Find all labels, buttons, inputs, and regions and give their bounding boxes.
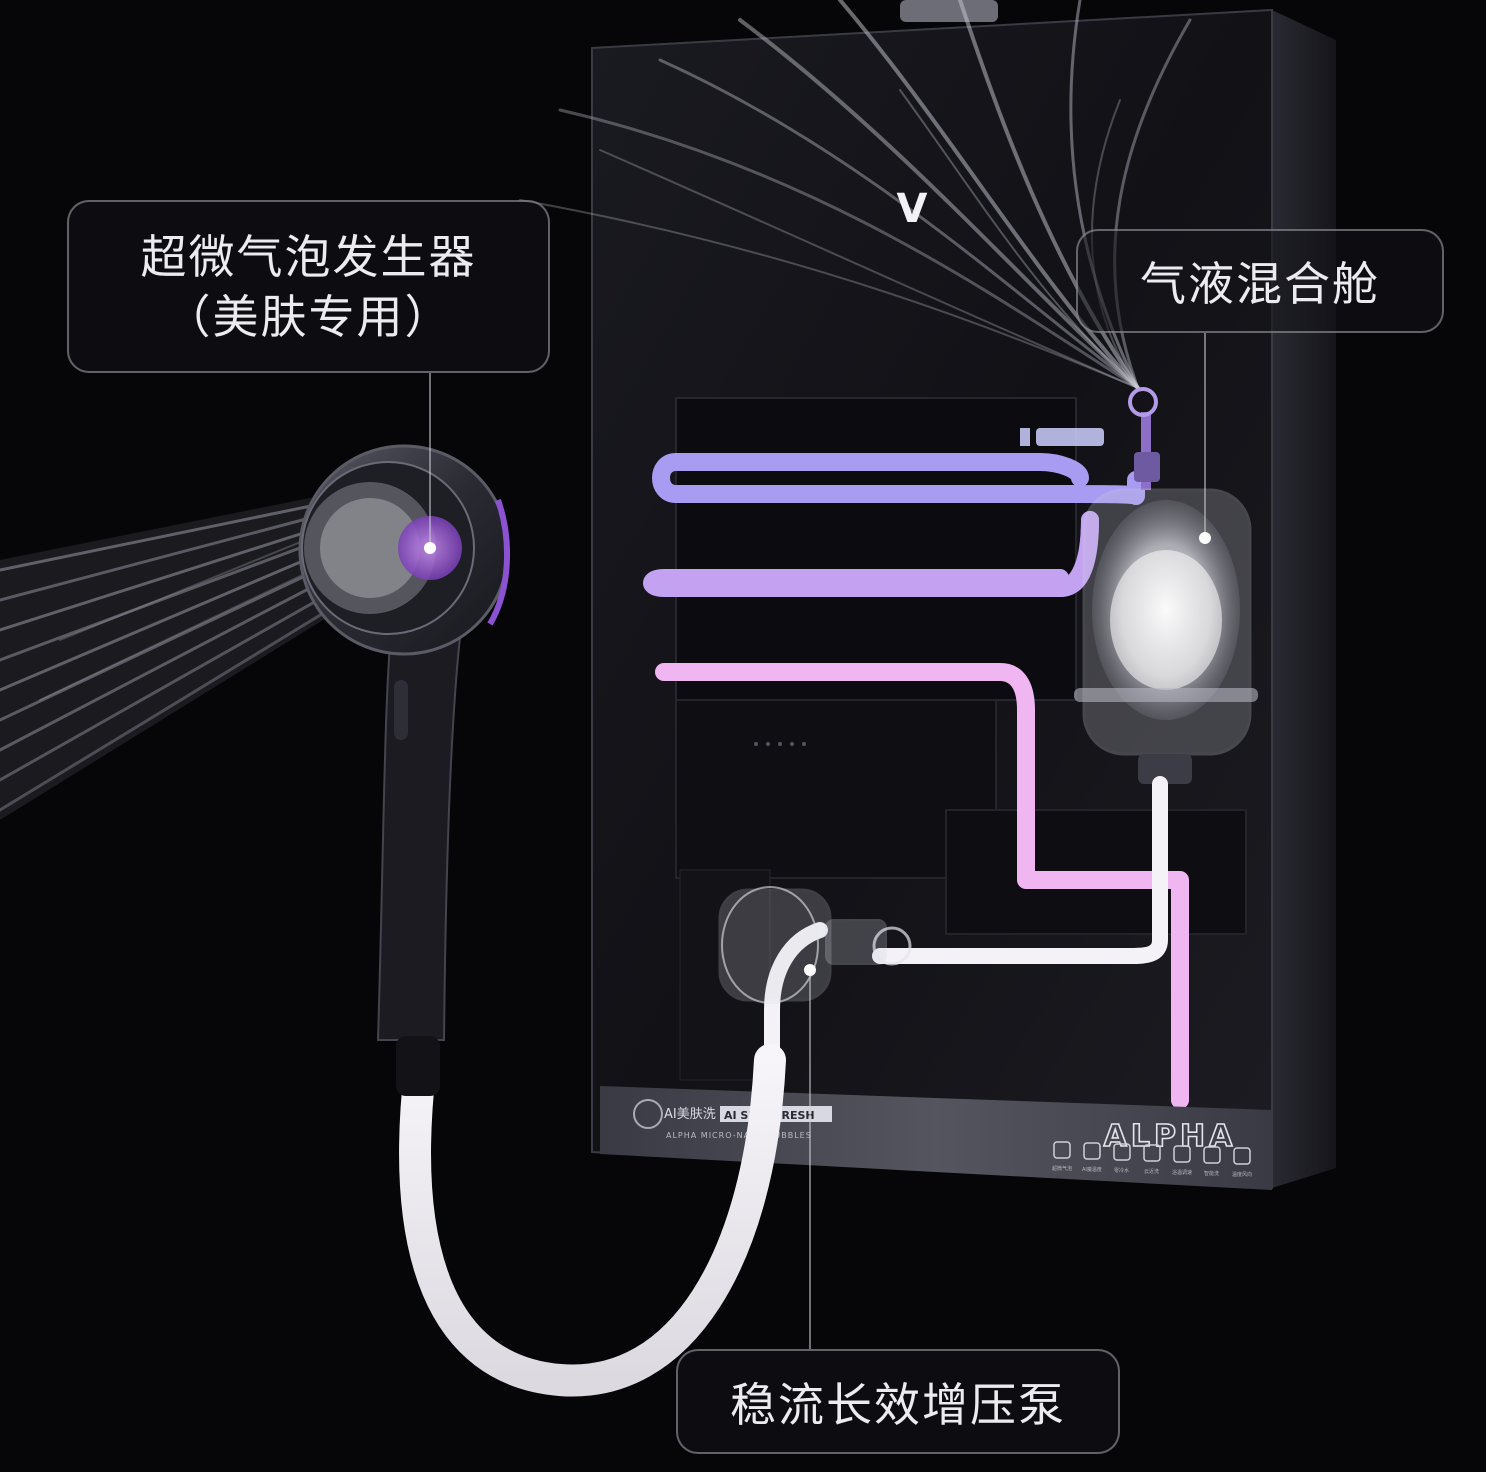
generator-pointer-dot [424,542,436,554]
top-connector-pipe [900,0,998,22]
callout-title: 稳流长效增压泵 [730,1377,1066,1432]
gas-liquid-mixing-chamber [1074,387,1258,784]
control-icons [1053,1141,1251,1165]
callout-title: 气液混合舱 [1140,257,1380,311]
callout-booster-pump: 稳流长效增压泵 [676,1349,1120,1454]
control-label: 零冷水 [1114,1167,1129,1174]
control-label: 云近洗 [1144,1168,1159,1175]
shower-handle [376,619,464,1096]
badge-cn: AI美肤洗 [664,1107,716,1122]
callout-subtitle: （美肤专用） [164,289,453,344]
control-label: 温度风向 [1232,1171,1252,1178]
booster-pump [718,886,912,1004]
control-label: 超微气泡 [1052,1165,1072,1172]
internal-components [675,397,1247,1081]
badge-subtitle: ALPHA MICRO-NANO BUBBLES [666,1131,812,1140]
model-logo: ALPHA [1104,1119,1237,1154]
callout-title: 超微气泡发生器 [140,229,477,284]
control-label: AI魔温度 [1082,1166,1102,1173]
brand-mark: V [897,186,928,232]
heated-water-pipes [643,453,1189,1369]
control-label: 浴温调速 [1172,1169,1192,1176]
pump-pointer-dot [804,964,816,976]
callout-mixing-chamber: 气液混合舱 [1076,229,1444,333]
callout-leader-lines [429,333,1206,1349]
chamber-pointer-dot [1199,532,1211,544]
control-labels: 超微气泡 AI魔温度 零冷水 云近洗 浴温调速 智能洗 温度风向 [1052,1165,1252,1178]
heater-side-face [1272,10,1336,1188]
shower-hose [399,1044,786,1397]
cold-water-pipes [764,776,1168,1068]
control-label: 智能洗 [1204,1170,1219,1177]
callout-micro-bubble-generator: 超微气泡发生器 （美肤专用） [67,200,550,373]
